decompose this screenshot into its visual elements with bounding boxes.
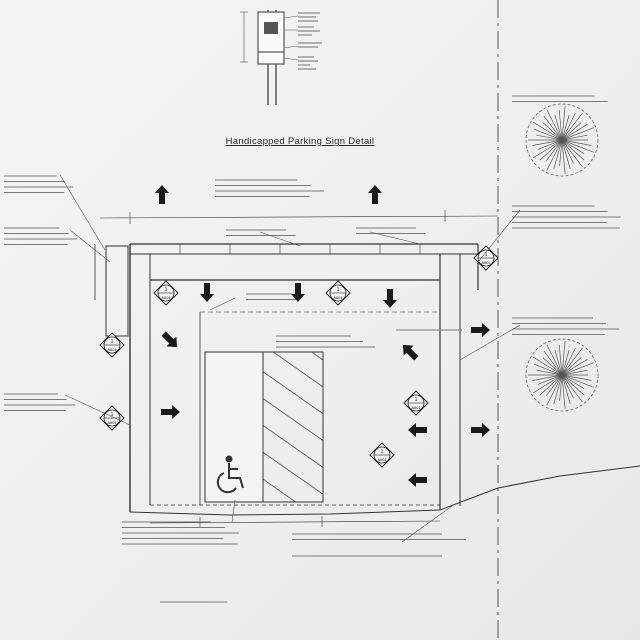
arrow-right-icon [471,423,490,437]
arrow-up-icon [155,185,169,204]
section-marker-sheet: A601 [411,405,421,410]
arrow-down-right-icon [161,331,178,348]
section-marker-sheet: A601 [107,420,117,425]
parking-lot-outline [94,210,640,528]
section-marker-number: 1 [381,449,384,455]
tree-icon [525,103,599,177]
leader-lines [59,174,521,543]
section-marker-number: 1 [415,397,418,403]
arrow-down-icon [200,283,214,302]
arrow-up-left-icon [402,344,419,361]
detail-title: Handicapped Parking Sign Detail [225,136,375,147]
arrow-down-icon [291,283,305,302]
flow-arrows [155,185,490,487]
section-marker-number: 1 [485,252,488,258]
section-marker-sheet: A601 [333,295,343,300]
section-marker-number: 1 [337,287,340,293]
section-marker-number: 1 [111,412,114,418]
section-marker-number: 1 [111,339,114,345]
arrow-down-icon [383,289,397,308]
section-marker-sheet: A601 [161,295,171,300]
arrow-up-icon [368,185,382,204]
section-marker-sheet: A601 [377,457,387,462]
tree-icon [525,338,599,412]
wheelchair-icon [216,455,244,494]
section-marker-sheet: A601 [107,347,117,352]
accessible-parking-stall [204,351,264,503]
annotation-notes [4,95,621,603]
handicap-sign-icon [240,10,322,105]
arrow-right-icon [471,323,490,337]
section-marker-number: 1 [165,287,168,293]
arrow-left-icon [408,423,427,437]
arrow-left-icon [408,473,427,487]
section-marker-sheet: A601 [481,260,491,265]
arrow-right-icon [161,405,180,419]
hatched-access-aisle [262,351,324,503]
